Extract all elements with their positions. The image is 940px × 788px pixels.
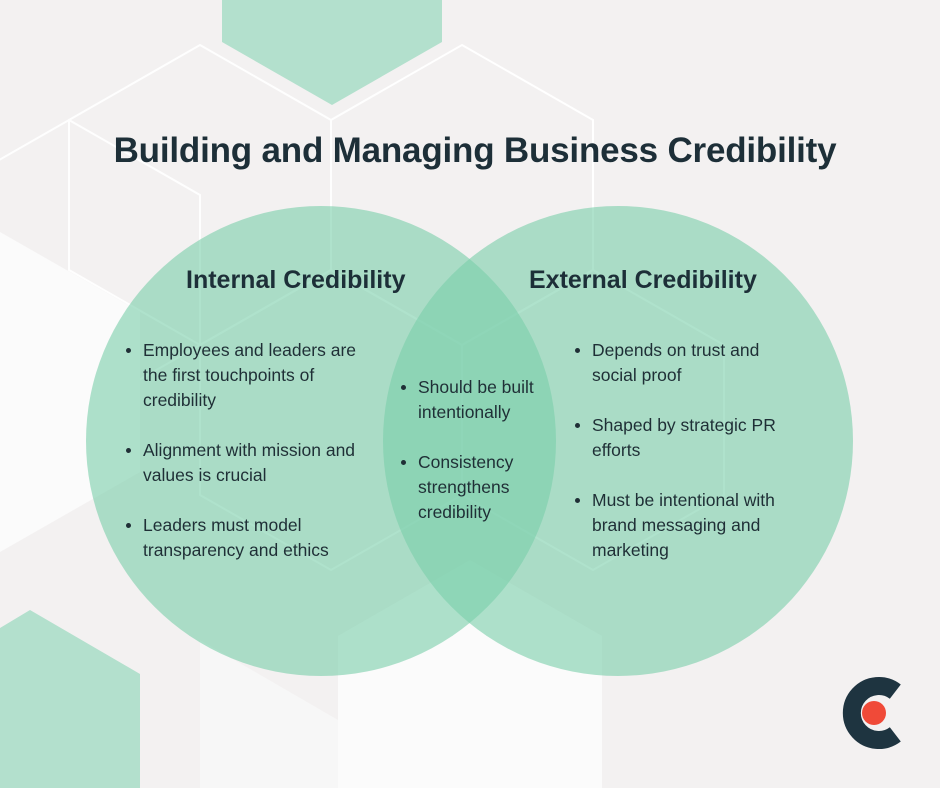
list-item: Consistency strengthens credibility (401, 450, 551, 525)
list-item: Depends on trust and social proof (575, 338, 795, 388)
brand-logo-c-icon (842, 677, 901, 749)
list-item: Employees and leaders are the first touc… (126, 338, 376, 413)
list-item: Alignment with mission and values is cru… (126, 438, 376, 488)
intersection-list: Should be built intentionally Consistenc… (401, 375, 551, 550)
external-credibility-heading: External Credibility (529, 266, 757, 294)
page-title: Building and Managing Business Credibili… (113, 131, 837, 170)
hexagon-green-top (222, 0, 442, 105)
internal-credibility-list: Employees and leaders are the first touc… (126, 338, 376, 588)
hexagon-green-bottom-left (0, 610, 140, 788)
logo-dot (862, 701, 886, 725)
list-item: Must be intentional with brand messaging… (575, 488, 795, 563)
venn-circle-external (383, 206, 853, 676)
list-item: Should be built intentionally (401, 375, 551, 425)
external-credibility-list: Depends on trust and social proof Shaped… (575, 338, 795, 588)
hexagon-white-bottom-left (200, 640, 338, 788)
list-item: Leaders must model transparency and ethi… (126, 513, 376, 563)
list-item: Shaped by strategic PR efforts (575, 413, 795, 463)
internal-credibility-heading: Internal Credibility (186, 266, 406, 294)
